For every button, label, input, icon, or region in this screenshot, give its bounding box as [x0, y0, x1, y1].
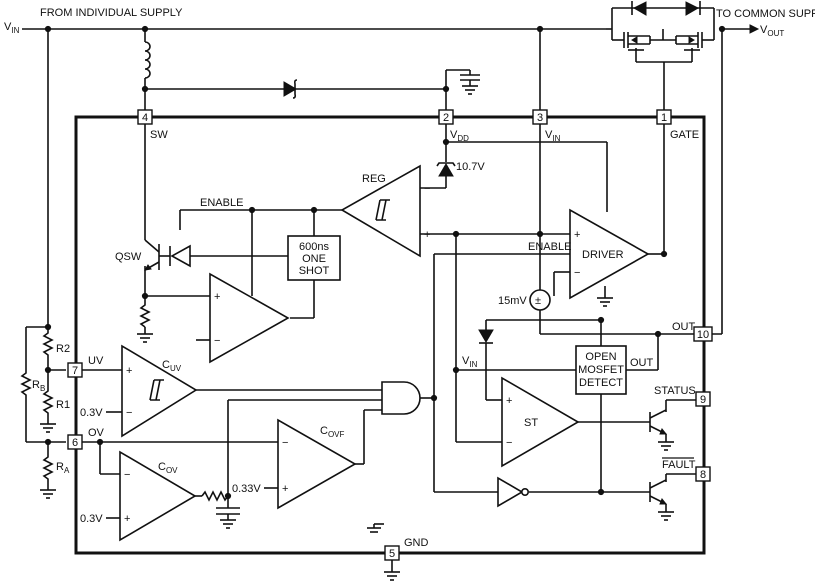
pin-7-number: 7	[72, 365, 78, 377]
covf-comparator: − +	[277, 418, 357, 510]
driver-amplifier: + −	[569, 208, 650, 300]
switch-comparator: + −	[209, 272, 290, 364]
one-shot-label-3: SHOT	[299, 265, 330, 277]
st-comparator: + −	[501, 376, 580, 468]
reg-plus-label: +	[424, 229, 430, 241]
sw-comp-plus: +	[214, 291, 220, 303]
one-shot-label-1: 600ns	[299, 241, 329, 253]
r2-label: R2	[56, 343, 70, 355]
pin-6-number: 6	[72, 437, 78, 449]
st-minus: −	[506, 437, 512, 449]
15mv-source	[529, 289, 551, 311]
resistor-divider	[20, 323, 66, 499]
status-transistor	[649, 409, 674, 451]
rb-label: RB	[32, 379, 45, 393]
uv-pin-label: UV	[88, 355, 104, 367]
vin-external-label: VIN	[4, 21, 20, 35]
ra-label: RA	[56, 461, 70, 475]
ov-ref-label: 0.3V	[80, 513, 103, 525]
one-shot-label-2: ONE	[302, 253, 326, 265]
pin-1-number: 1	[661, 112, 667, 124]
gate-pin-label: GATE	[670, 129, 699, 141]
open-detect-out-label: OUT	[630, 357, 654, 369]
vin-st-label: VIN	[462, 355, 478, 369]
cov-label: COV	[158, 461, 178, 475]
driver-minus: −	[574, 267, 580, 279]
pin-boxes	[67, 109, 713, 561]
pin-10-number: 10	[697, 329, 709, 341]
driver-label: DRIVER	[582, 249, 624, 261]
enable-top-label: ENABLE	[200, 197, 243, 209]
external-top-wiring	[22, 24, 760, 335]
back-to-back-mosfets	[606, 1, 715, 53]
cov-minus: −	[124, 469, 130, 481]
r1-label: R1	[56, 399, 70, 411]
reg-label: REG	[362, 173, 386, 185]
cuv-plus: +	[126, 365, 132, 377]
internal-wiring	[82, 124, 704, 581]
pin-8-number: 8	[700, 469, 706, 481]
pin-9-number: 9	[700, 394, 706, 406]
from-individual-supply-label: FROM INDIVIDUAL SUPPLY	[40, 7, 183, 19]
pin-2-number: 2	[443, 112, 449, 124]
and-gate	[381, 381, 421, 415]
pin-5-number: 5	[389, 548, 395, 560]
pin-3-number: 3	[537, 112, 543, 124]
qsw-transistor	[144, 239, 191, 271]
reg-minus-label: −	[424, 183, 430, 195]
zener-diode	[436, 162, 456, 177]
sw-pin-label: SW	[150, 129, 168, 141]
cuv-minus: −	[126, 407, 132, 419]
sw-comp-minus: −	[214, 335, 220, 347]
covf-minus: −	[282, 437, 288, 449]
open-detect-label-2: MOSFET	[578, 364, 624, 376]
out-pin-label: OUT	[672, 321, 696, 333]
reg-comparator: − +	[340, 164, 430, 258]
qsw-label: QSW	[115, 251, 142, 263]
vin-pin-label: VIN	[545, 129, 561, 143]
cuv-comparator: + −	[121, 344, 198, 438]
cov-comparator: − +	[119, 450, 197, 542]
status-label: STATUS	[654, 385, 696, 397]
pin-4-number: 4	[142, 112, 148, 124]
covf-label: COVF	[320, 425, 345, 439]
to-common-supply-label: TO COMMON SUPPLY	[716, 8, 815, 20]
driver-plus: +	[574, 229, 580, 241]
open-mosfet-detect-block: OPEN MOSFET DETECT	[575, 345, 627, 395]
uv-ref-label: 0.3V	[80, 407, 103, 419]
cuv-label: CUV	[162, 359, 182, 373]
ov-pin-label: OV	[88, 427, 105, 439]
enable-driver-label: ENABLE	[528, 241, 571, 253]
fault-transistor	[649, 479, 674, 521]
fault-label: FAULT	[662, 459, 696, 471]
ovf-ref-label: 0.33V	[232, 483, 261, 495]
one-shot-block: 600ns ONE SHOT	[287, 235, 341, 281]
open-detect-label-3: DETECT	[579, 377, 623, 389]
gnd-pin-label: GND	[404, 537, 429, 549]
15mv-label: 15mV	[498, 295, 527, 307]
covf-plus: +	[282, 483, 288, 495]
vout-label: VOUT	[760, 24, 784, 38]
cov-plus: +	[124, 513, 130, 525]
zener-voltage-label: 10.7V	[456, 161, 485, 173]
open-detect-label-1: OPEN	[585, 351, 616, 363]
vdd-pin-label: VDD	[450, 129, 469, 143]
st-plus: +	[506, 395, 512, 407]
15mv-source-sign: ±	[535, 295, 541, 307]
fault-inverter	[497, 476, 529, 508]
st-label: ST	[524, 417, 538, 429]
